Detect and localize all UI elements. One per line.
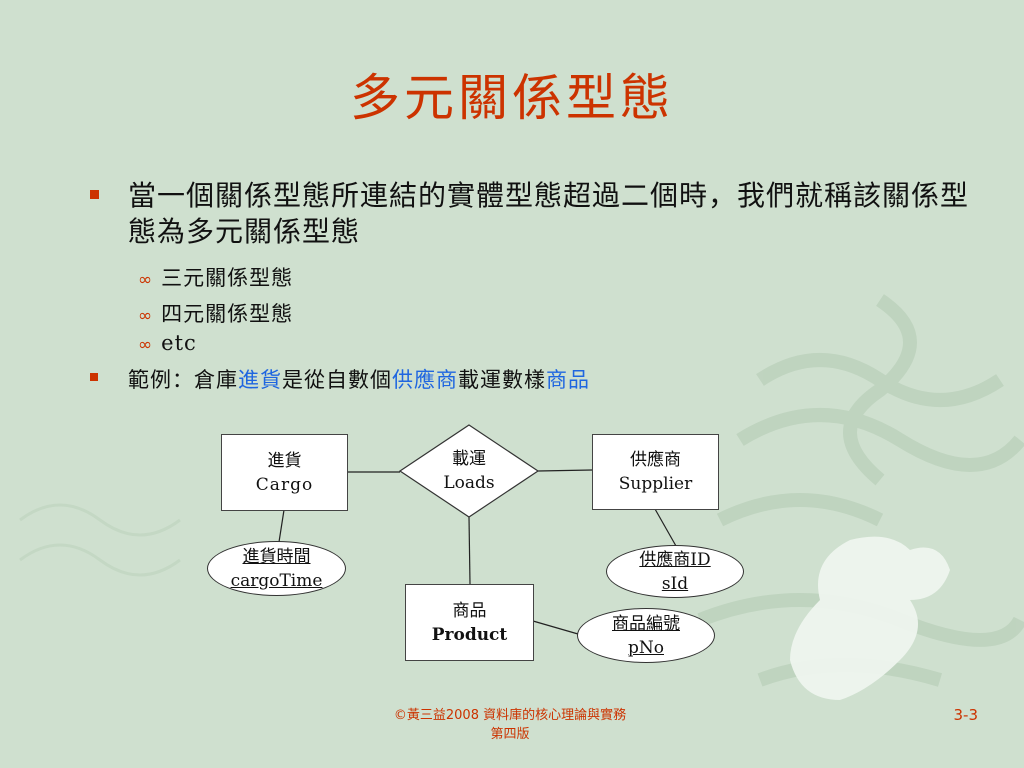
example-term-product: 商品 <box>546 368 590 392</box>
attribute-product-no: 商品編號 pNo <box>577 608 715 663</box>
supplier-id-en-label: sId <box>661 573 689 594</box>
footer-line2: 第四版 <box>490 727 530 742</box>
dragon-ornament <box>790 536 950 700</box>
example-term-supplier: 供應商 <box>392 368 458 392</box>
cargo-time-en-label: cargoTime <box>230 570 323 591</box>
slide-title: 多元關係型態 <box>350 69 674 127</box>
example-mid2: 載運數樣 <box>458 368 546 392</box>
attribute-cargo-time: 進貨時間 cargoTime <box>207 541 346 596</box>
sub-item-etc: ∞ etc <box>138 331 197 355</box>
cargo-zh-label: 進貨 <box>267 450 302 471</box>
cargo-en-label: Cargo <box>255 474 314 495</box>
edge-supplier-sid <box>654 508 677 547</box>
edge-product-pno <box>532 620 579 635</box>
link-bullet-icon: ∞ <box>138 306 154 326</box>
relationship-loads: 載運 Loads <box>429 447 509 495</box>
bullet-definition-text: 當一個關係型態所連結的實體型態超過二個時，我們就稱該關係型態為多元關係型態 <box>128 179 970 248</box>
footer-copyright: ©黃三益2008 資料庫的核心理論與實務 第四版 <box>340 706 680 744</box>
attribute-supplier-id: 供應商ID sId <box>606 545 744 598</box>
sub-item-quaternary: ∞ 四元關係型態 <box>138 298 293 328</box>
footer-line1: ©黃三益2008 資料庫的核心理論與實務 <box>393 708 627 723</box>
product-no-zh-label: 商品編號 <box>612 613 680 634</box>
example-prefix: 範例：倉庫 <box>128 368 238 392</box>
supplier-id-zh-label: 供應商ID <box>639 549 711 570</box>
supplier-zh-label: 供應商 <box>630 450 681 470</box>
bullet-definition: 當一個關係型態所連結的實體型態超過二個時，我們就稱該關係型態為多元關係型態 <box>90 178 970 250</box>
square-bullet-icon <box>90 373 98 381</box>
edge-loads-product <box>468 516 471 585</box>
loads-zh-label: 載運 <box>452 449 486 469</box>
supplier-en-label: Supplier <box>618 474 693 494</box>
example-mid1: 是從自數個 <box>282 368 392 392</box>
bullet-example-text: 範例：倉庫進貨是從自數個供應商載運數樣商品 <box>128 368 590 392</box>
product-zh-label: 商品 <box>452 600 487 621</box>
page-number: 3-3 <box>953 706 979 724</box>
edge-loads-supplier <box>537 469 593 472</box>
product-en-label: Product <box>431 624 508 645</box>
example-term-cargo: 進貨 <box>238 368 282 392</box>
relationship-diamond-loads <box>398 424 540 518</box>
cargo-time-zh-label: 進貨時間 <box>242 546 311 567</box>
sub-item-label: 四元關係型態 <box>161 302 294 326</box>
link-bullet-icon: ∞ <box>138 335 154 355</box>
sub-item-label: etc <box>161 331 197 355</box>
product-no-en-label: pNo <box>628 637 664 658</box>
bullet-example: 範例：倉庫進貨是從自數個供應商載運數樣商品 <box>90 364 590 394</box>
sub-item-ternary: ∞ 三元關係型態 <box>138 262 293 292</box>
edge-cargo-cargotime <box>278 509 285 543</box>
entity-supplier: 供應商 Supplier <box>592 434 719 510</box>
loads-en-label: Loads <box>443 473 495 493</box>
entity-product: 商品 Product <box>405 584 534 661</box>
entity-cargo: 進貨 Cargo <box>221 434 348 511</box>
sub-item-label: 三元關係型態 <box>161 266 294 290</box>
link-bullet-icon: ∞ <box>138 270 154 290</box>
square-bullet-icon <box>90 190 99 199</box>
